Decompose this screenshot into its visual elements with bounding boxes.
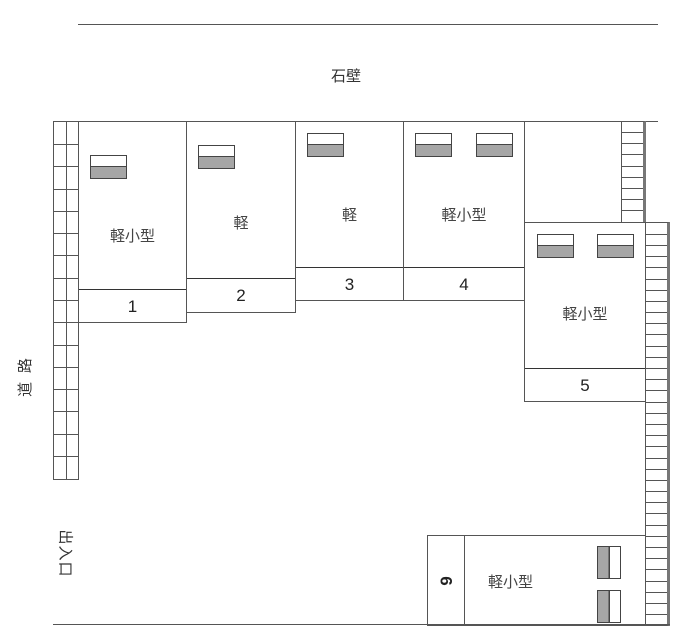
space-type-label: 軽小型 (488, 573, 534, 591)
space-type-label: 軽小型 (441, 206, 487, 224)
car-icon (90, 155, 127, 179)
right-curb-stripe (645, 222, 670, 626)
car-icon (415, 133, 452, 157)
car-icon (307, 133, 344, 157)
space-number: 6 (437, 575, 456, 586)
empty-area (524, 121, 622, 223)
parking-space-4[interactable]: 軽小型 4 (403, 121, 525, 301)
left-curb-stripe (53, 121, 79, 480)
car-icon (597, 546, 621, 579)
space-number: 4 (404, 267, 524, 301)
space-number: 2 (187, 278, 295, 313)
bottom-boundary-line (53, 624, 670, 625)
car-icon (597, 590, 621, 623)
parking-space-1[interactable]: 軽小型 1 (78, 121, 187, 323)
space-type-label: 軽 (341, 206, 357, 224)
road-label: 道 路 (15, 356, 34, 397)
space-type-label: 軽小型 (109, 227, 155, 245)
parking-space-5[interactable]: 軽小型 5 (524, 222, 646, 402)
upper-right-curb-stripe (621, 121, 646, 223)
space-number: 1 (79, 289, 186, 323)
car-icon (597, 234, 634, 258)
stone-wall-label: 石壁 (331, 67, 362, 85)
parking-space-2[interactable]: 軽 2 (186, 121, 296, 313)
space-number: 3 (296, 267, 403, 301)
space-type-label: 軽小型 (562, 305, 608, 323)
parking-space-6[interactable]: 6 軽小型 (427, 535, 646, 626)
top-boundary-line (78, 24, 658, 25)
car-icon (476, 133, 513, 157)
space-number-cell: 6 (428, 536, 465, 625)
car-icon (537, 234, 574, 258)
parking-space-3[interactable]: 軽 3 (295, 121, 404, 301)
space-number: 5 (525, 368, 645, 402)
entrance-label: 出入口 (56, 529, 75, 578)
space-type-label: 軽 (233, 214, 249, 232)
car-icon (198, 145, 235, 169)
